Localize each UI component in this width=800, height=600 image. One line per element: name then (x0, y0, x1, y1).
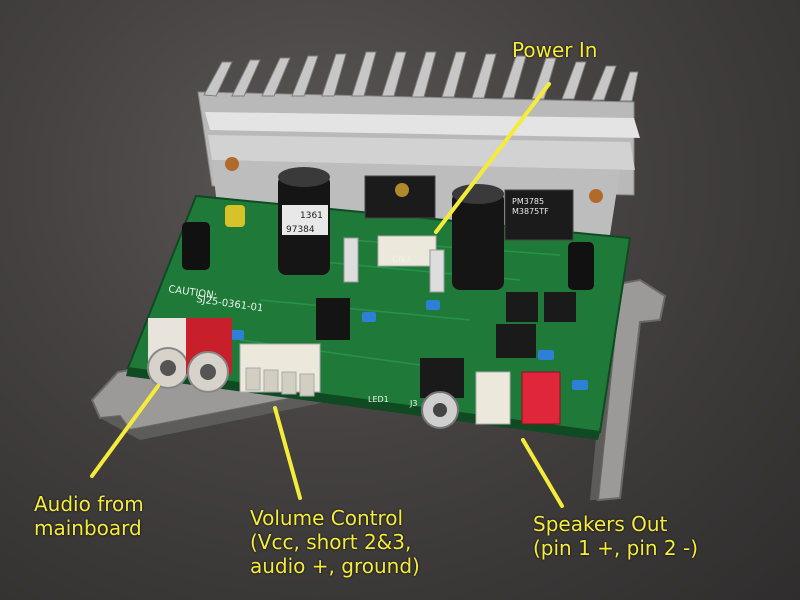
power-ic-left (364, 175, 436, 219)
speakers-pointer (521, 438, 564, 508)
led-text: LED1 (368, 395, 389, 404)
volume-pointer (273, 406, 302, 500)
capacitor-left (278, 167, 330, 275)
heatsink-fins (203, 51, 639, 102)
power-ic-right (504, 189, 574, 241)
volume-control-label: Volume Control (Vcc, short 2&3, audio +,… (250, 506, 420, 578)
audio-pointer (90, 384, 160, 478)
small-ic (316, 298, 350, 340)
power-in-label: Power In (512, 38, 598, 62)
power-in-pointer (434, 82, 551, 234)
yellow-capacitor (225, 205, 245, 227)
audio-input-label: Audio from mainboard (34, 492, 144, 540)
cn3-text: CN3 (392, 255, 411, 265)
inductor-left (182, 222, 210, 270)
rca-input-red (186, 318, 232, 393)
fuse-left (343, 237, 359, 283)
regulator-1 (506, 292, 538, 322)
speaker-connector-red (521, 371, 561, 425)
regulator-3 (496, 324, 536, 358)
chip-text: PM3785 (512, 197, 544, 206)
rca-input-white (147, 318, 190, 389)
chip-sub-text: M3875TF (512, 207, 549, 216)
pointer-lines (90, 82, 564, 508)
blue-capacitors (230, 300, 588, 390)
rca-output-black (420, 358, 464, 429)
fuse-right (429, 249, 445, 293)
capacitor-right (452, 184, 504, 290)
speaker-connector-white (475, 371, 511, 425)
cap-label-text: 1361 (300, 211, 323, 221)
inductor-right (568, 242, 594, 290)
cap-label-text-2: 97384 (286, 225, 315, 235)
speakers-out-label: Speakers Out (pin 1 +, pin 2 -) (533, 512, 699, 560)
j3-text: J3 (409, 399, 417, 408)
regulator-2 (544, 292, 576, 322)
